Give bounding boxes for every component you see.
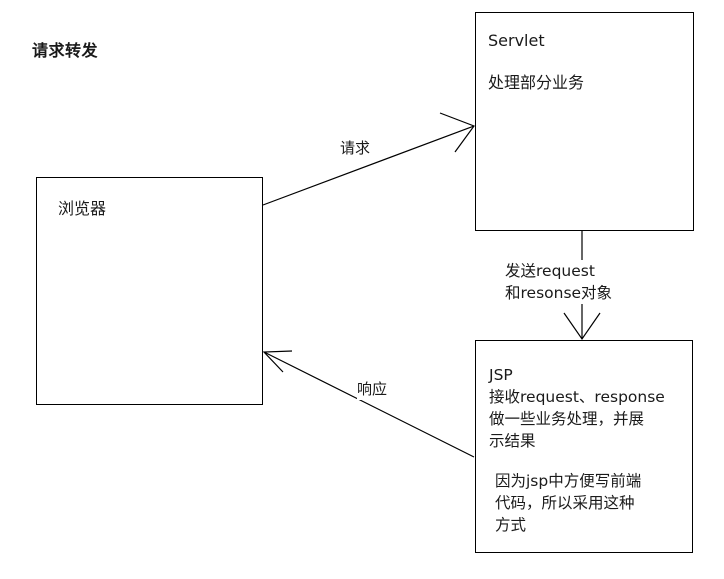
node-servlet-description: 处理部分业务 — [488, 73, 585, 92]
edge-jsp-to-browser-arrowhead — [262, 350, 293, 373]
edge-label-request: 请求 — [340, 139, 371, 159]
edge-browser-to-servlet-line — [262, 125, 475, 206]
node-servlet[interactable] — [475, 12, 694, 231]
node-jsp[interactable] — [475, 340, 693, 553]
edge-servlet-to-jsp-arrowhead — [563, 312, 601, 341]
node-browser[interactable] — [36, 177, 263, 405]
edge-label-forward-objects: 发送request 和resonse对象 — [505, 260, 613, 304]
node-jsp-note-text: 因为jsp中方便写前端 代码，所以采用这种 方式 — [495, 472, 642, 534]
edge-browser-to-servlet-arrowhead — [439, 112, 475, 153]
node-browser-label: 浏览器 — [58, 199, 107, 218]
node-servlet-title: Servlet — [488, 31, 545, 50]
diagram-title: 请求转发 — [32, 41, 99, 60]
edge-jsp-to-browser-line — [263, 351, 475, 458]
node-jsp-main-text: JSP 接收request、response 做一些业务处理，并展 示结果 — [489, 366, 665, 450]
edge-label-response: 响应 — [357, 380, 388, 400]
